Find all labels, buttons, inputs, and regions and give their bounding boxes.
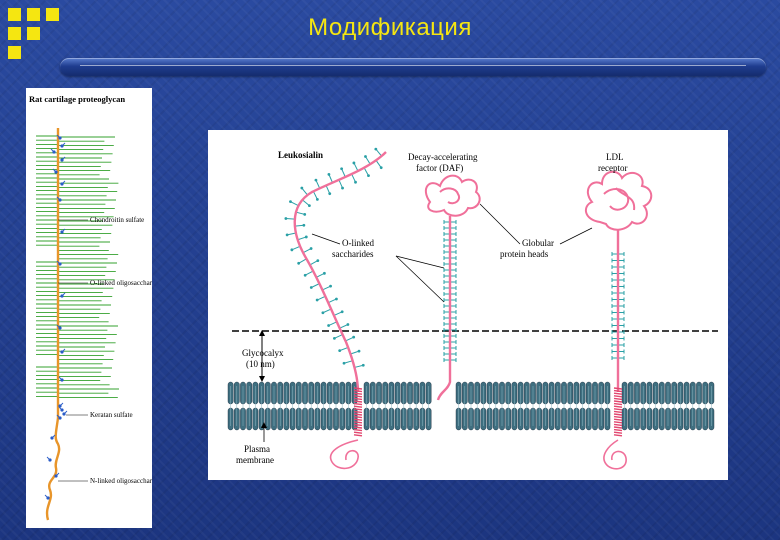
label-ldl-line1: LDL — [606, 152, 624, 162]
leukosialin-protein — [293, 151, 387, 393]
daf-stalk — [436, 216, 452, 401]
label-keratan-sulfate: Keratan sulfate — [90, 411, 133, 419]
slide-title: Модификация — [308, 14, 472, 41]
ldl-cytoplasmic-tail — [603, 439, 627, 470]
label-plasma-line1: Plasma — [244, 444, 270, 454]
label-glycocalyx-line2: (10 nm) — [246, 359, 275, 369]
label-chondroitin-sulfate: Chondroitin sulfate — [90, 216, 144, 224]
label-glycocalyx-line1: Glycocalyx — [242, 348, 284, 358]
label-o-linked-oligosaccharides: O-linked oligosaccharides — [90, 279, 152, 287]
label-ldl-line2: receptor — [598, 163, 627, 173]
label-globular-line1: Globular — [522, 238, 554, 248]
label-daf-line1: Decay-accelerating — [408, 152, 478, 162]
logo-squares — [8, 8, 78, 68]
daf-head — [424, 174, 481, 217]
oligosaccharide-markers — [44, 134, 68, 500]
label-plasma-line2: membrane — [236, 455, 274, 465]
label-o-linked-line1: O-linked — [342, 238, 374, 248]
core-protein — [45, 128, 61, 521]
proteoglycan-figure: Rat cartilage proteoglycan Chondroitin s… — [26, 88, 164, 528]
leukosialin-saccharides — [284, 147, 383, 368]
label-leukosialin: Leukosialin — [278, 150, 323, 160]
proteoglycan-heading: Rat cartilage proteoglycan — [29, 94, 125, 104]
glycocalyx-diagram: Leukosialin Decay-accelerating factor (D… — [227, 147, 718, 470]
proteoglycan-diagram: Rat cartilage proteoglycan Chondroitin s… — [29, 94, 164, 521]
leukosialin-transmembrane — [353, 387, 363, 437]
label-n-linked-oligosaccharides: N-linked oligosaccharides — [90, 477, 152, 485]
label-o-linked-line2: saccharides — [332, 249, 374, 259]
glycocalyx-figure: Leukosialin Decay-accelerating factor (D… — [208, 130, 728, 480]
leukosialin-cytoplasmic-tail — [329, 439, 359, 470]
plasma-membrane-bilayer — [227, 381, 715, 431]
label-daf-line2: factor (DAF) — [416, 163, 463, 173]
label-globular-line2: protein heads — [500, 249, 549, 259]
glycosaminoglycan-chains — [36, 135, 119, 398]
ldl-head — [584, 170, 653, 231]
ldl-receptor-transmembrane — [613, 387, 623, 437]
title-underline-bar — [60, 58, 766, 76]
